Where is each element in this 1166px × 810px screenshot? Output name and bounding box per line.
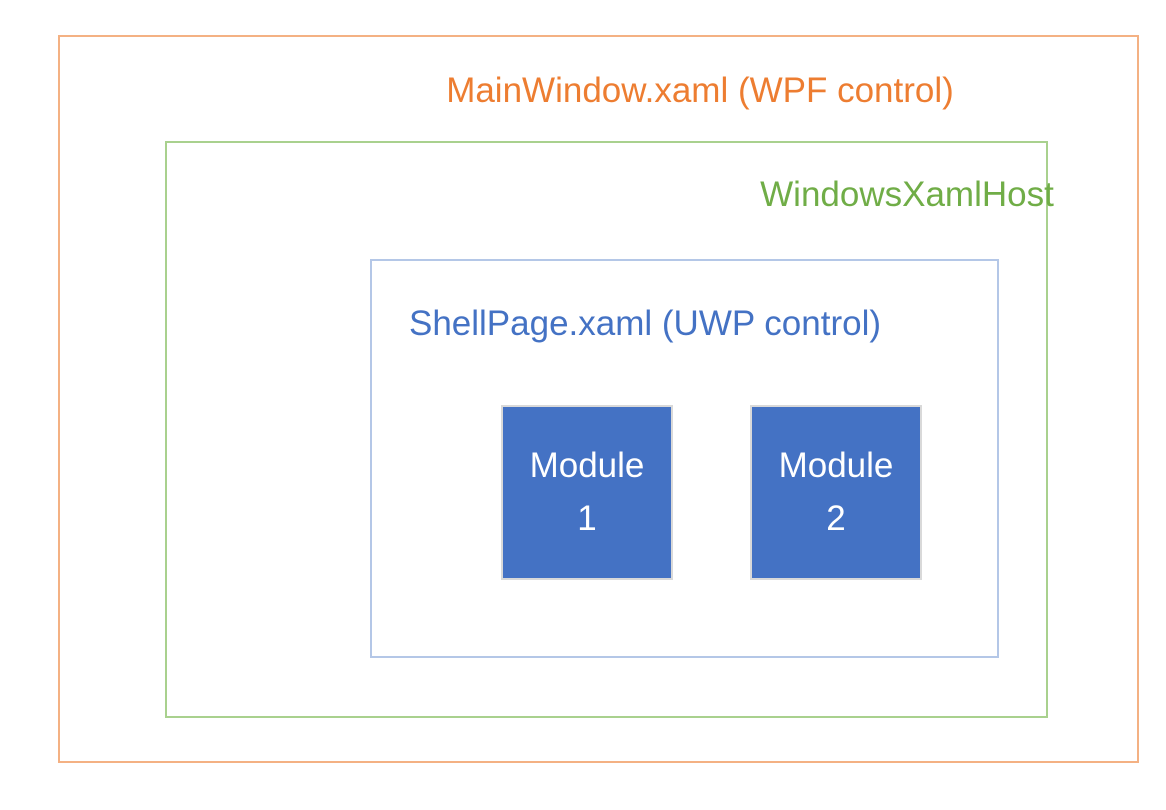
windowsxamlhost-box: WindowsXamlHost ShellPage.xaml (UWP cont… (165, 141, 1054, 718)
module-2-label-line2: 2 (826, 498, 846, 538)
shellpage-label: ShellPage.xaml (UWP control) (408, 304, 882, 343)
module-1-box: Module 1 (501, 405, 673, 580)
mainwindow-box: MainWindow.xaml (WPF control) WindowsXam… (58, 35, 1139, 763)
module-2-box: Module 2 (750, 405, 922, 580)
module-1-label-line2: 1 (577, 498, 597, 538)
mainwindow-label: MainWindow.xaml (WPF control) (446, 71, 954, 110)
module-1-label-line1: Module (529, 446, 645, 485)
module-2-label-line1: Module (778, 446, 894, 485)
windowsxamlhost-label: WindowsXamlHost (760, 175, 1054, 214)
shellpage-box: ShellPage.xaml (UWP control) Module 1 Mo… (370, 259, 999, 658)
